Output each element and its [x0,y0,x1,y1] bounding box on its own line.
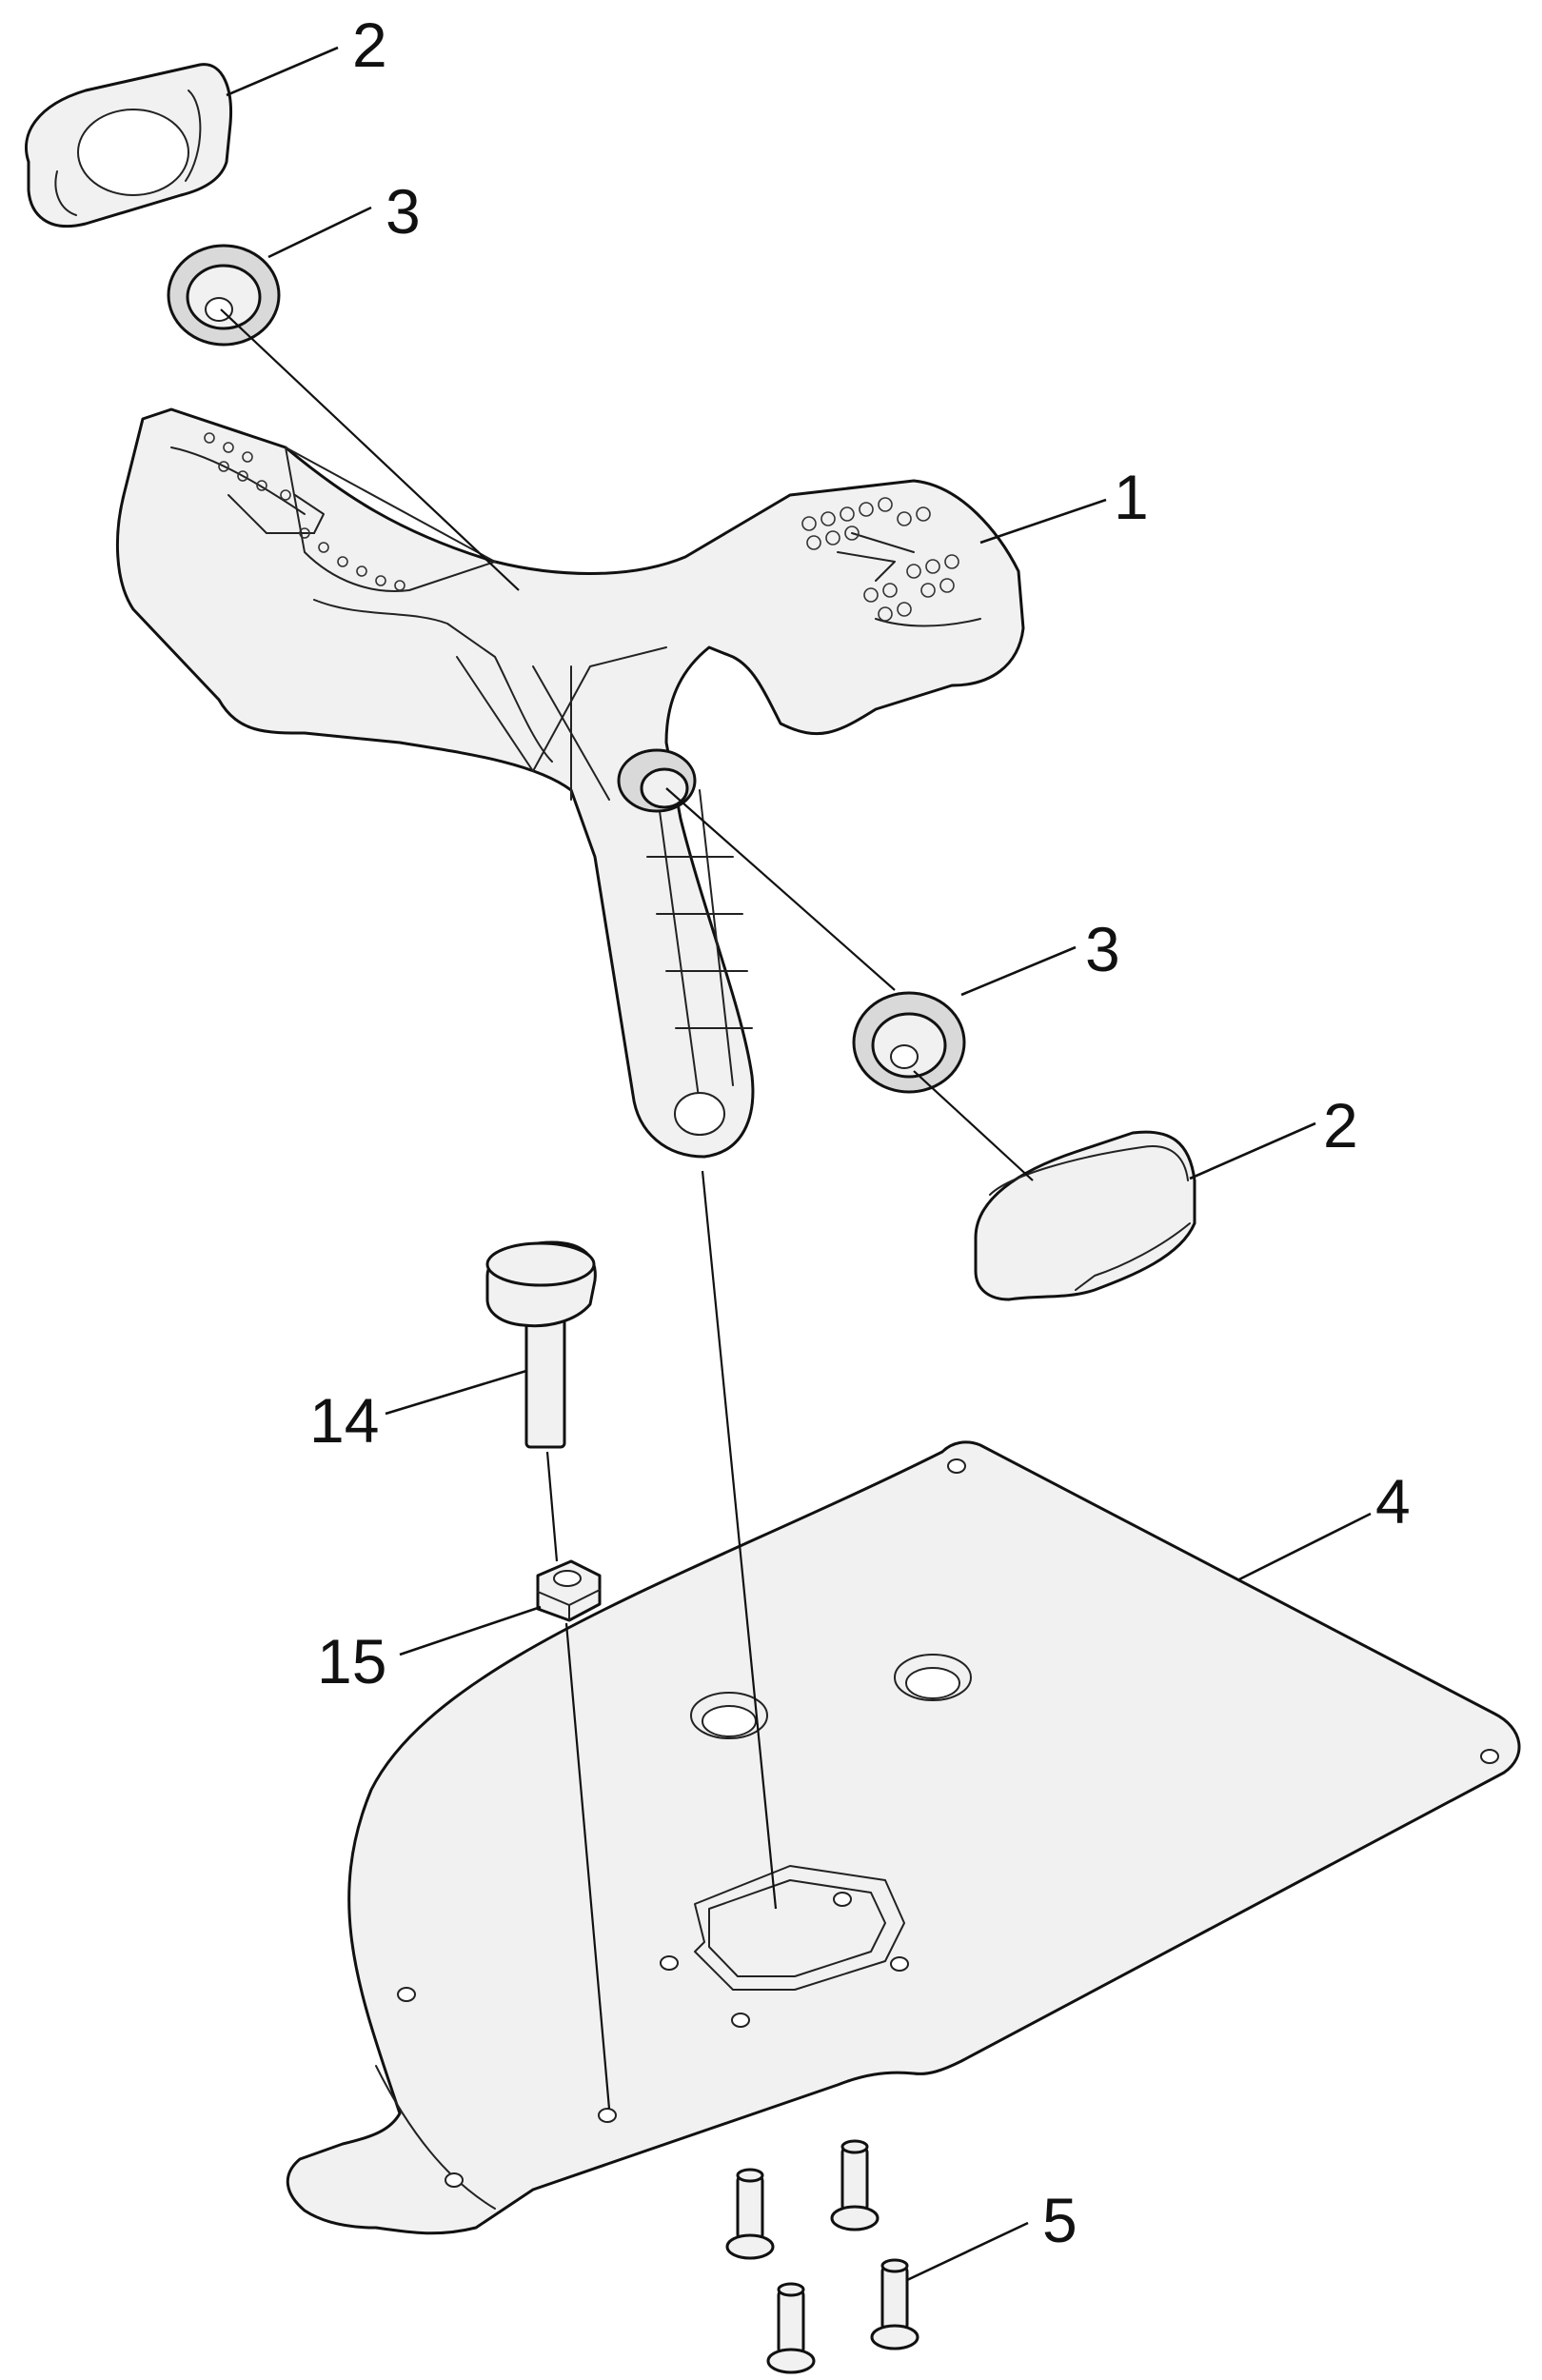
screw-3 [766,2282,816,2374]
screw-4 [870,2258,919,2350]
callout-4: 4 [1375,1466,1411,1537]
part-1-y-handle [115,407,1025,1159]
part-5-screws [725,2139,919,2374]
callout-15: 15 [317,1626,386,1696]
part-14-bolt [485,1240,597,1449]
assembly-lines [220,308,1034,2110]
screw-1 [725,2168,775,2260]
part-3-lower-washer [852,991,966,1094]
part-4-base-plate [286,1440,1521,2235]
screw-2 [830,2139,880,2231]
part-3-upper-washer [167,244,281,347]
callout-3-middle: 3 [1085,914,1120,984]
part-2-top-cover [25,63,233,228]
part-2-right-cover [974,1130,1196,1301]
callout-3-top: 3 [386,176,421,247]
callout-5: 5 [1042,2185,1077,2255]
callout-1: 1 [1114,462,1149,532]
callout-14: 14 [309,1385,379,1456]
leader-lines [226,46,1372,2282]
callout-2-top: 2 [352,10,387,80]
callout-labels: 2 3 1 3 2 14 4 15 5 [309,10,1411,2255]
callout-2-right: 2 [1323,1090,1358,1160]
part-15-hex-nut [536,1559,602,1622]
